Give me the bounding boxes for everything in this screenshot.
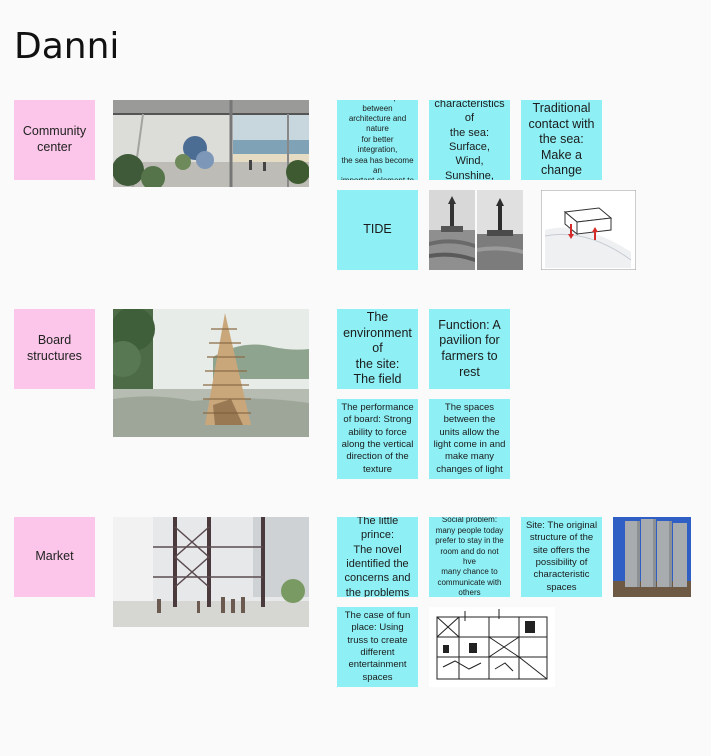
note-spaces-light[interactable]: The spaces between the units allow the l… xyxy=(429,399,510,479)
note-tide[interactable]: TIDE xyxy=(337,190,418,270)
board-title: Danni xyxy=(14,26,120,67)
note-fun-place[interactable]: The case of fun place: Using truss to cr… xyxy=(337,607,418,687)
community-center-rendering-image[interactable] xyxy=(113,100,309,187)
note-site-environment[interactable]: The environment of the site: The field xyxy=(337,309,418,389)
note-function-pavilion[interactable]: Function: A pavilion for farmers to rest xyxy=(429,309,510,389)
tower-photo-right-image[interactable] xyxy=(477,190,523,270)
market-rendering-image[interactable] xyxy=(113,517,309,627)
label-note-market[interactable]: Market xyxy=(14,517,95,597)
note-traditional-contact[interactable]: Traditional contact with the sea: Make a… xyxy=(521,100,602,180)
label-note-community-center[interactable]: Community center xyxy=(14,100,95,180)
tide-diagram-image[interactable] xyxy=(541,190,636,270)
truss-sketch-image[interactable] xyxy=(429,607,555,687)
note-board-performance[interactable]: The performance of board: Strong ability… xyxy=(337,399,418,479)
board-pavilion-rendering-image[interactable] xyxy=(113,309,309,437)
tower-photo-left-image[interactable] xyxy=(429,190,475,270)
note-social-problem[interactable]: Social problem: many people today prefer… xyxy=(429,517,510,597)
note-little-prince[interactable]: The little prince: The novel identified … xyxy=(337,517,418,597)
label-note-board-structures[interactable]: Board structures xyxy=(14,309,95,389)
note-sea-characteristics[interactable]: The different characteristics of the sea… xyxy=(429,100,510,180)
note-explore-relationship[interactable]: Explore the relationship between archite… xyxy=(337,100,418,180)
note-site-structure[interactable]: Site: The original structure of the site… xyxy=(521,517,602,597)
silo-photo-image[interactable] xyxy=(613,517,691,597)
